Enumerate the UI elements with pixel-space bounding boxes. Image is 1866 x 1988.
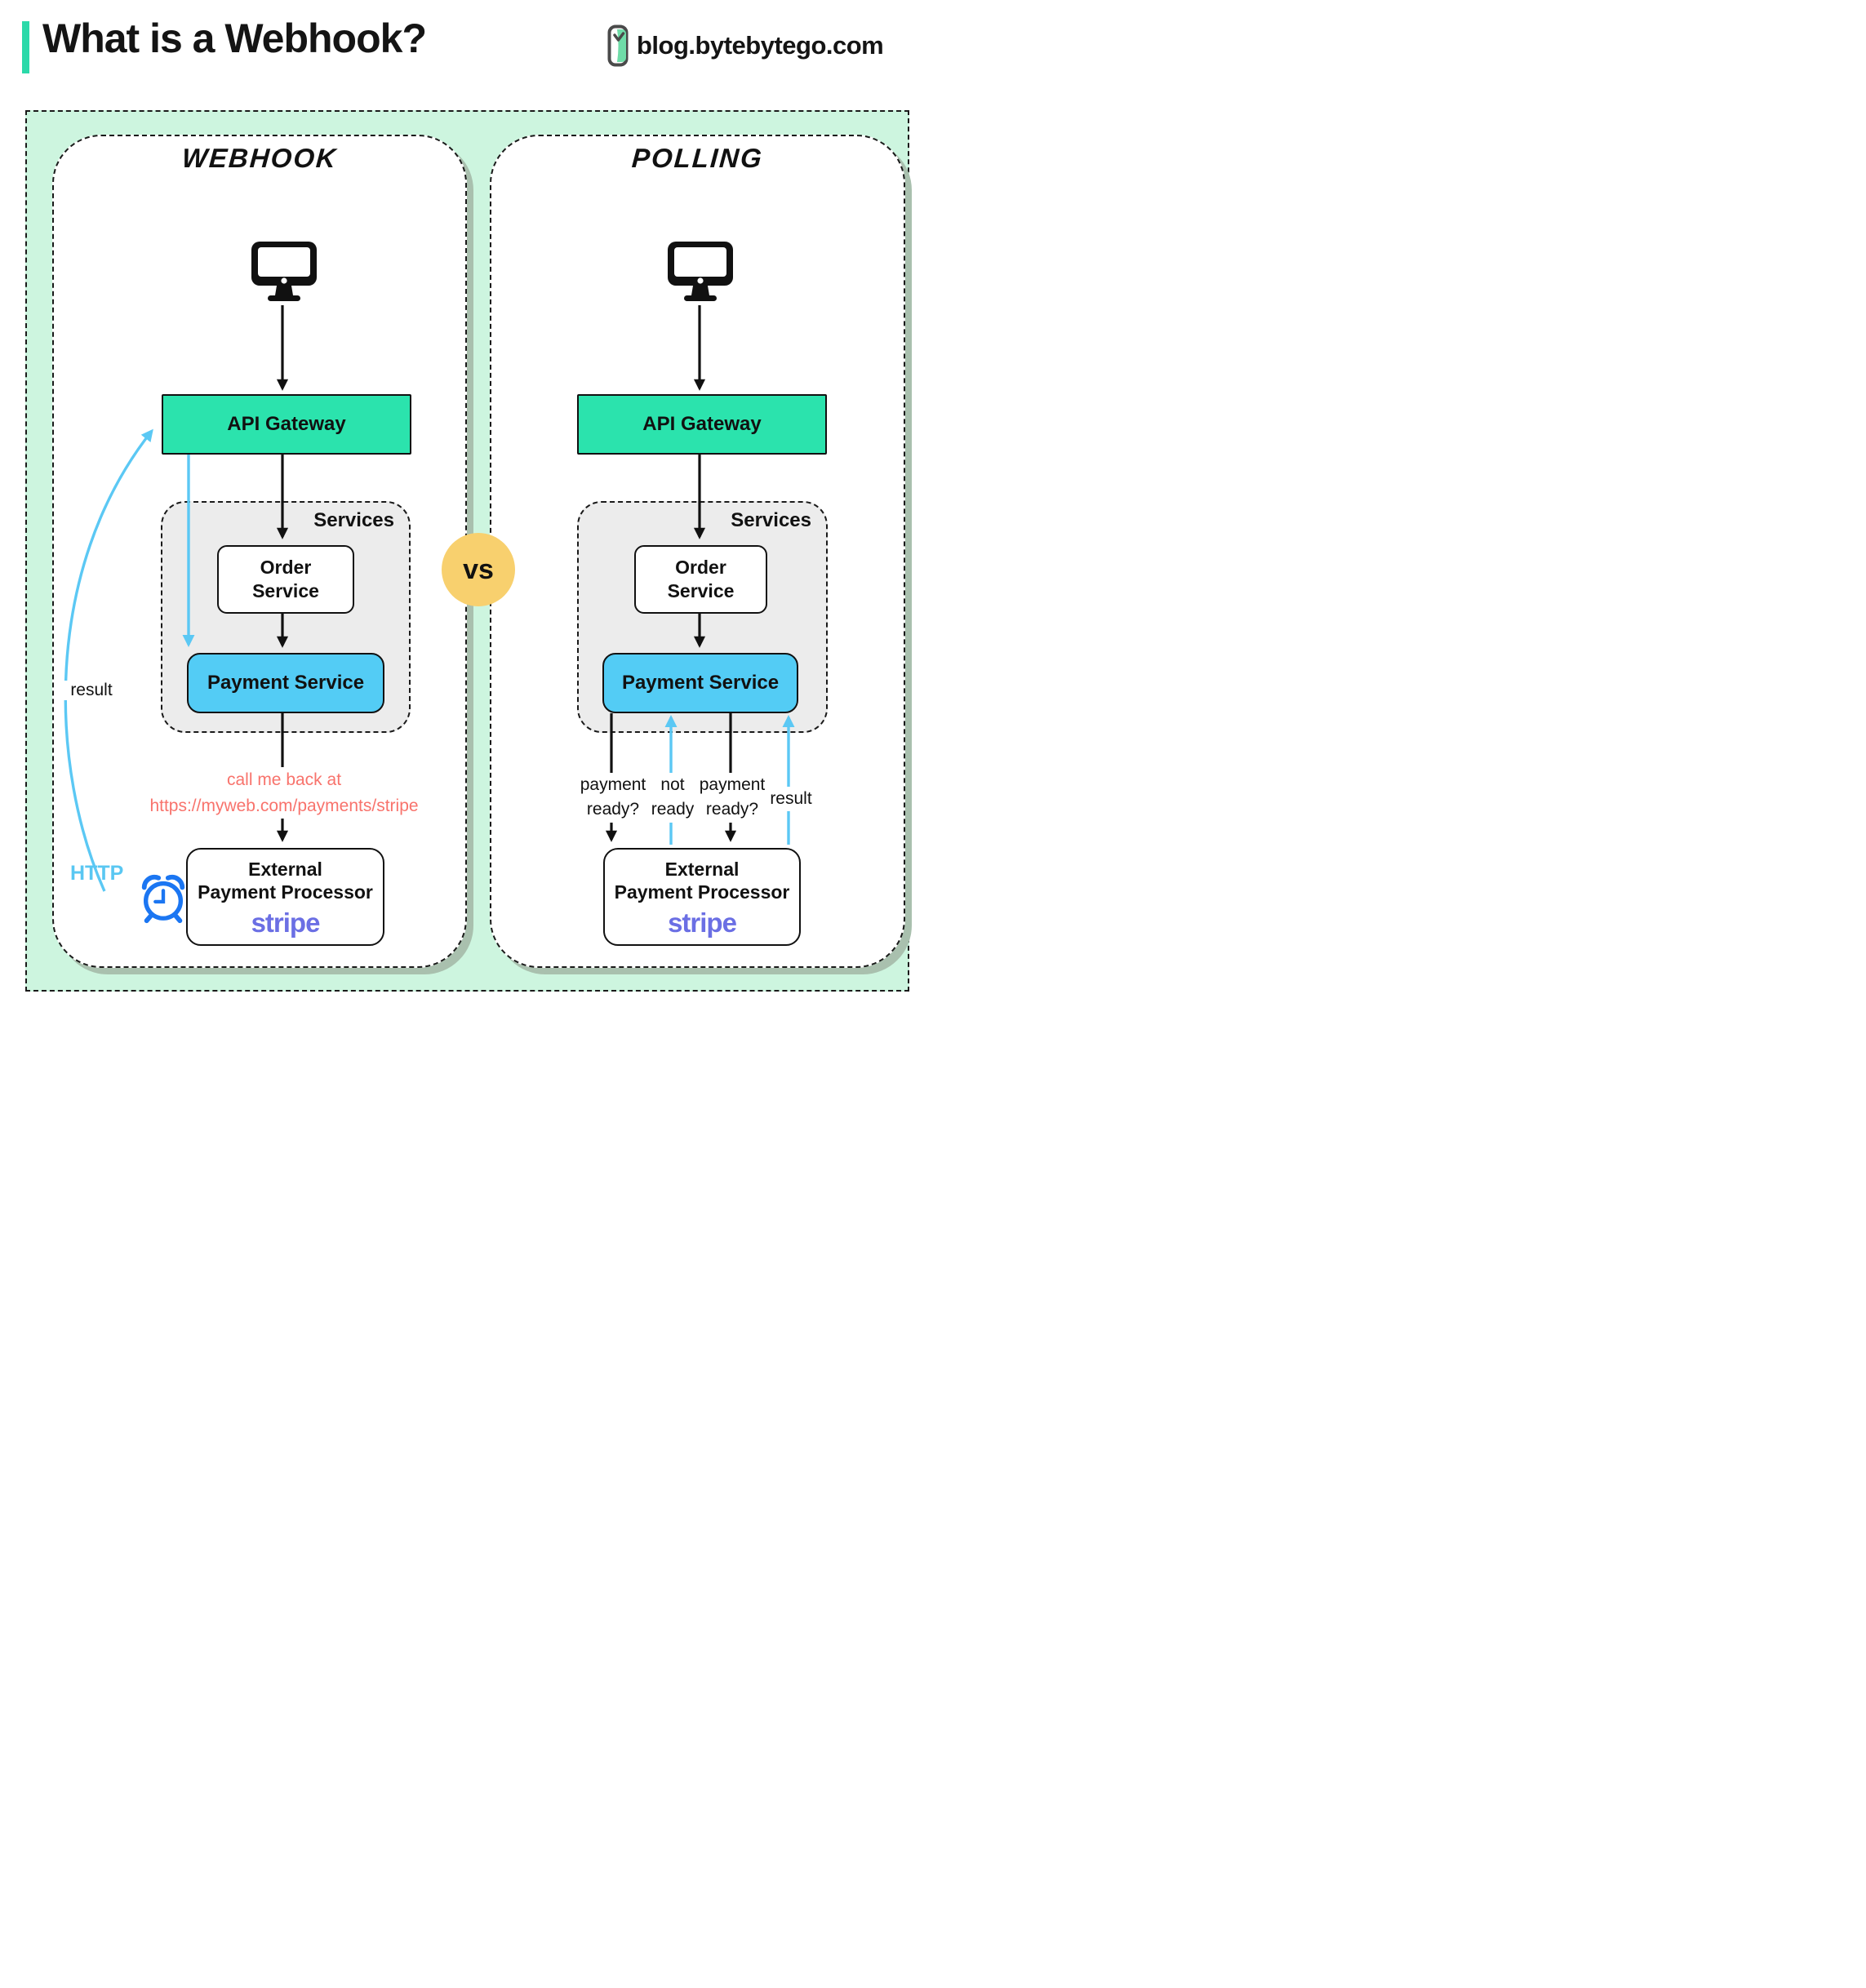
callback-note-line1: call me back at — [226, 770, 342, 789]
external-payment-processor-label: External Payment Processor — [198, 858, 373, 903]
alarm-clock-icon — [141, 874, 185, 924]
order-service-label: Order Service — [667, 557, 735, 601]
webhook-panel-title: Webhook — [180, 143, 339, 173]
services-group-label: Services — [731, 509, 811, 531]
bytebytego-logo-icon — [607, 24, 629, 67]
result-label: result — [62, 681, 121, 700]
api-gateway-label: API Gateway — [227, 413, 346, 435]
order-service-box: Order Service — [634, 545, 767, 614]
api-gateway-box: API Gateway — [577, 394, 827, 455]
stripe-logo: stripe — [668, 907, 737, 939]
computer-icon — [668, 242, 733, 301]
polling-panel: Polling API Gateway Services Order Servi… — [490, 135, 905, 968]
external-payment-processor-box: External Payment Processor stripe — [186, 848, 384, 946]
http-label: HTTP — [70, 862, 124, 885]
payment-service-label: Payment Service — [621, 672, 780, 694]
payment-service-label: Payment Service — [207, 672, 365, 694]
page-title: What is a Webhook? — [42, 16, 427, 61]
external-payment-processor-box: External Payment Processor stripe — [603, 848, 801, 946]
api-gateway-label: API Gateway — [642, 413, 762, 435]
polling-arrow-label: result — [766, 787, 816, 812]
stripe-logo: stripe — [251, 907, 321, 939]
polling-arrow-label: not ready — [646, 773, 699, 823]
webhook-panel: Webhook API Gateway Services Order Servi… — [52, 135, 467, 968]
polling-arrow-label: payment ready? — [696, 773, 768, 823]
brand: blog.bytebytego.com — [607, 24, 884, 67]
external-payment-processor-label: External Payment Processor — [614, 858, 790, 903]
callback-note-line2: https://myweb.com/payments/stripe — [149, 796, 419, 815]
polling-panel-title: Polling — [630, 143, 765, 173]
computer-icon — [251, 242, 317, 301]
callback-note: call me back at https://myweb.com/paymen… — [104, 767, 464, 819]
api-gateway-box: API Gateway — [162, 394, 411, 455]
site-link: blog.bytebytego.com — [637, 31, 884, 60]
title-accent-bar — [22, 21, 29, 73]
order-service-label: Order Service — [252, 557, 319, 601]
order-service-box: Order Service — [217, 545, 354, 614]
infographic-canvas: What is a Webhook? blog.bytebytego.com W… — [0, 0, 933, 994]
services-group-label: Services — [313, 509, 394, 531]
polling-arrow-label: payment ready? — [577, 773, 649, 823]
vs-badge: VS — [442, 533, 515, 606]
payment-service-box: Payment Service — [187, 653, 384, 713]
payment-service-box: Payment Service — [602, 653, 798, 713]
